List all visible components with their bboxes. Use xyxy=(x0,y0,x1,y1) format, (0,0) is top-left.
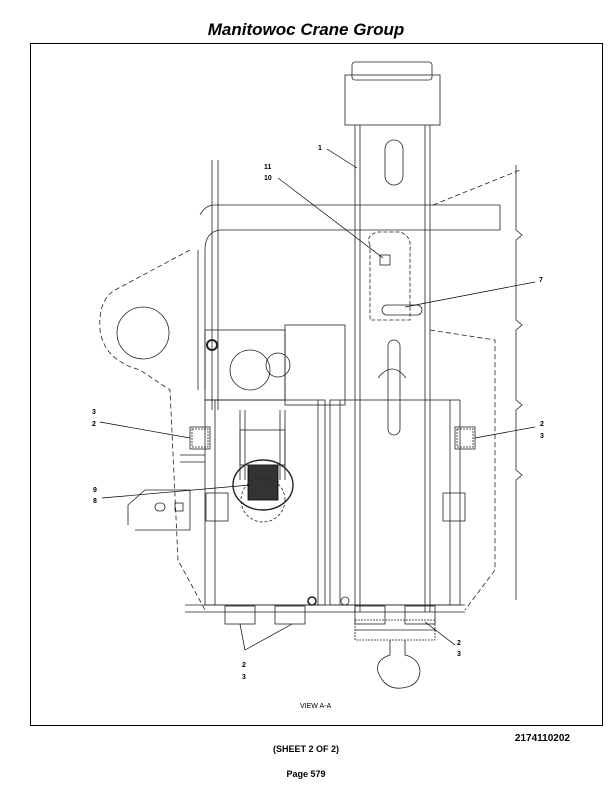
callout-3-bottom-right: 3 xyxy=(457,651,461,658)
callout-7: 7 xyxy=(539,277,543,284)
left-lug-structure xyxy=(99,160,501,611)
callout-1: 1 xyxy=(318,145,322,152)
callout-3-right: 3 xyxy=(540,433,544,440)
view-label: VIEW A-A xyxy=(300,703,331,710)
bottom-pads xyxy=(224,596,436,689)
side-pads xyxy=(189,426,476,522)
left-bracket xyxy=(127,454,205,531)
callout-2-left: 2 xyxy=(92,421,96,428)
callout-2-bottom-right: 2 xyxy=(457,640,461,647)
center-frame xyxy=(185,324,465,613)
callout-8: 8 xyxy=(93,498,97,505)
motor-assembly xyxy=(232,429,294,523)
callout-3-left: 3 xyxy=(92,409,96,416)
callout-2-right: 2 xyxy=(540,421,544,428)
right-structure xyxy=(429,165,523,611)
page-title: Manitowoc Crane Group xyxy=(207,20,405,39)
callout-labels: 1 11 10 7 3 2 2 3 9 8 2 3 2 3 VIEW A-A xyxy=(92,145,544,710)
callout-3-bottom: 3 xyxy=(242,674,246,681)
drawing-number: 2174110202 xyxy=(514,733,570,744)
callout-11: 11 xyxy=(264,164,272,171)
drawing-frame xyxy=(30,43,603,726)
callout-10: 10 xyxy=(264,175,272,182)
page-number: Page 579 xyxy=(286,769,326,779)
sheet-label: (SHEET 2 OF 2) xyxy=(272,744,339,754)
leader-lines xyxy=(99,148,536,651)
main-column xyxy=(344,61,441,612)
callout-2-bottom: 2 xyxy=(242,662,246,669)
callout-9: 9 xyxy=(93,487,97,494)
